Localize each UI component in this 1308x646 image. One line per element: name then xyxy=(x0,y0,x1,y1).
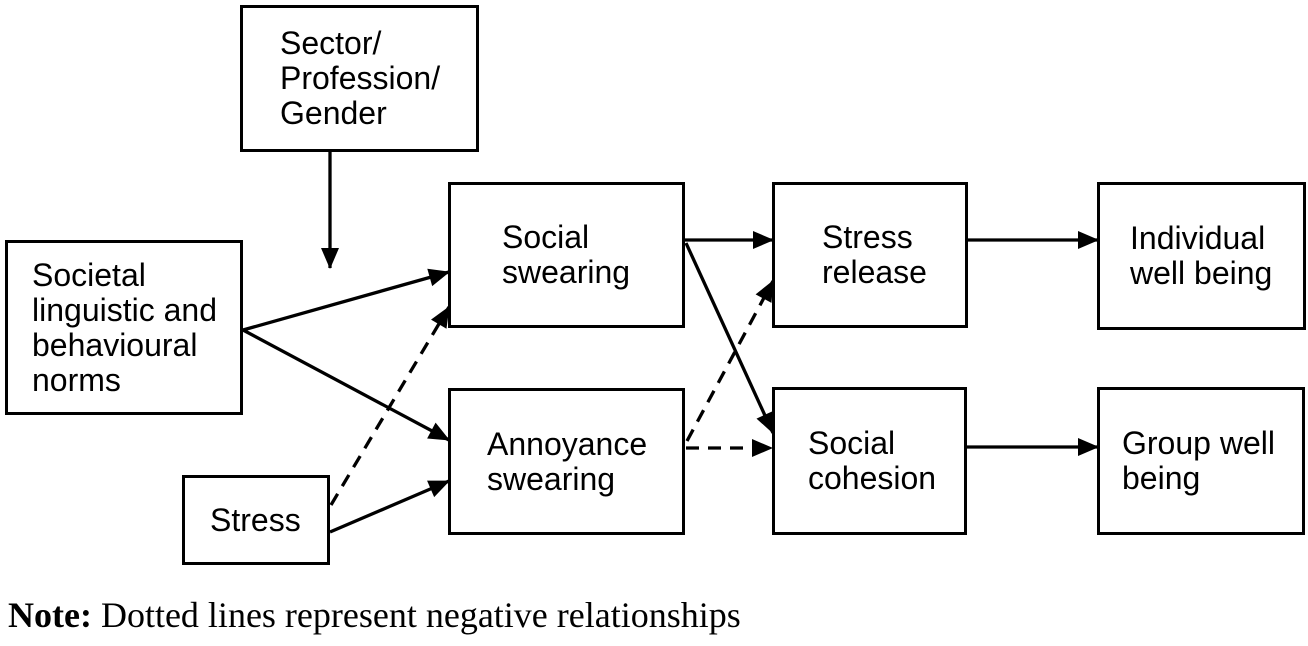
node-label: Sector/ Profession/ Gender xyxy=(280,25,441,131)
node-label: Social cohesion xyxy=(808,425,937,496)
node-label: Stress xyxy=(210,501,301,538)
node-stress: Stress xyxy=(182,475,330,565)
node-social-cohesion: Social cohesion xyxy=(772,387,967,535)
edge-norms-to-annoyance-swearing xyxy=(242,328,450,442)
note-text: Dotted lines represent negative relation… xyxy=(100,595,741,635)
node-annoyance-swearing: Annoyance swearing xyxy=(448,388,685,535)
node-label: Stress release xyxy=(822,219,927,290)
node-label: Group well being xyxy=(1122,425,1275,496)
node-stress-release: Stress release xyxy=(772,182,968,328)
node-societal-norms: Societal linguistic and behavioural norm… xyxy=(5,240,243,415)
edge-norms-to-social-swearing xyxy=(242,268,450,332)
edge-stress-to-social-swearing xyxy=(329,306,451,506)
diagram-note: Note: Dotted lines represent negative re… xyxy=(8,594,741,636)
node-label: Individual well being xyxy=(1130,220,1273,291)
edge-social-swearing-to-social-cohesion xyxy=(684,242,775,434)
edge-stress-to-annoyance-swearing xyxy=(329,479,450,534)
node-label: Societal linguistic and behavioural norm… xyxy=(32,256,217,398)
node-group-well-being: Group well being xyxy=(1097,387,1305,535)
node-sector-profession-gender: Sector/ Profession/ Gender xyxy=(240,5,479,152)
node-label: Annoyance swearing xyxy=(487,425,648,497)
note-prefix: Note: xyxy=(8,595,92,635)
node-social-swearing: Social swearing xyxy=(448,182,685,328)
node-individual-well-being: Individual well being xyxy=(1097,182,1306,330)
edge-annoyance-swearing-to-stress-release xyxy=(685,280,775,442)
node-label: Social swearing xyxy=(502,219,631,290)
